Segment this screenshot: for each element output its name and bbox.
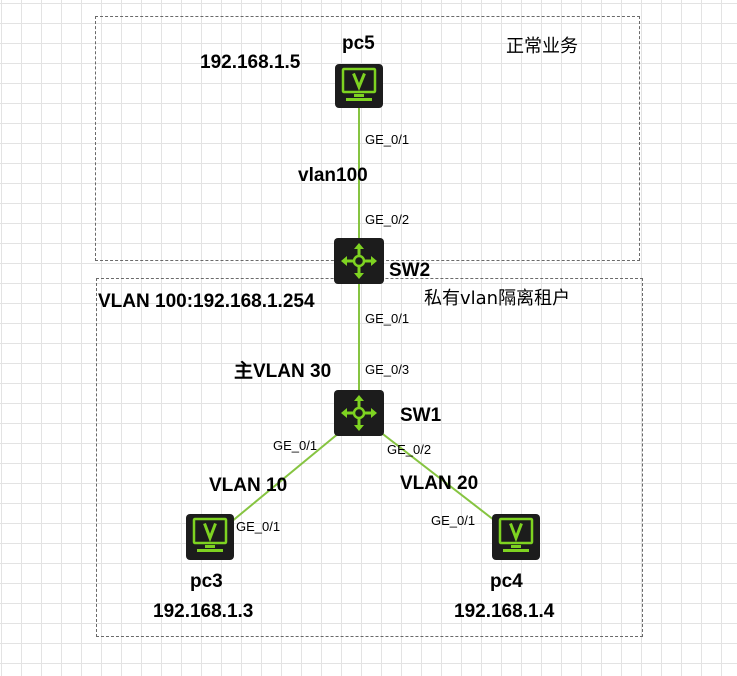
- pc4-port-label: GE_0/1: [431, 513, 476, 528]
- switch-icon: [334, 390, 384, 436]
- sw2-node[interactable]: [334, 238, 384, 284]
- sw2-name: SW2: [389, 260, 431, 281]
- pc-monitor-icon: [186, 514, 234, 560]
- pc5-port-label: GE_0/1: [365, 132, 410, 147]
- primary-vlan30-label: 主VLAN 30: [234, 361, 332, 382]
- pc4-ip: 192.168.1.4: [454, 601, 555, 622]
- pc-monitor-icon: [335, 64, 383, 108]
- sw1-node[interactable]: [334, 390, 384, 436]
- sw1-up-port-label: GE_0/3: [365, 362, 410, 377]
- pc4-node[interactable]: [492, 514, 540, 560]
- vlan20-label: VLAN 20: [400, 473, 479, 494]
- sw2-down-port-label: GE_0/2: [365, 212, 410, 227]
- link-sw1-pc3: [224, 427, 346, 528]
- pc4-name: pc4: [490, 571, 523, 592]
- sw1-port-to-pc4-label: GE_0/2: [387, 442, 432, 457]
- sw1-port-to-pc3-label: GE_0/1: [273, 438, 318, 453]
- zone-title-normal: 正常业务: [506, 36, 578, 57]
- pc3-ip: 192.168.1.3: [153, 601, 254, 622]
- pc5-name: pc5: [342, 33, 375, 54]
- pc-monitor-icon: [492, 514, 540, 560]
- pc3-port-label: GE_0/1: [236, 519, 281, 534]
- sw2-up-port-label: GE_0/1: [365, 311, 410, 326]
- zone-title-private: 私有vlan隔离租户: [424, 288, 571, 309]
- switch-icon: [334, 238, 384, 284]
- pc3-node[interactable]: [186, 514, 234, 560]
- pc5-node[interactable]: [335, 64, 383, 108]
- vlan100-label: vlan100: [298, 165, 368, 186]
- link-sw1-pc4: [374, 427, 504, 528]
- sw1-name: SW1: [400, 405, 442, 426]
- vlan10-label: VLAN 10: [209, 475, 288, 496]
- sw2-vlanif-label: VLAN 100:192.168.1.254: [98, 291, 315, 312]
- pc3-name: pc3: [190, 571, 223, 592]
- pc5-ip: 192.168.1.5: [200, 52, 301, 73]
